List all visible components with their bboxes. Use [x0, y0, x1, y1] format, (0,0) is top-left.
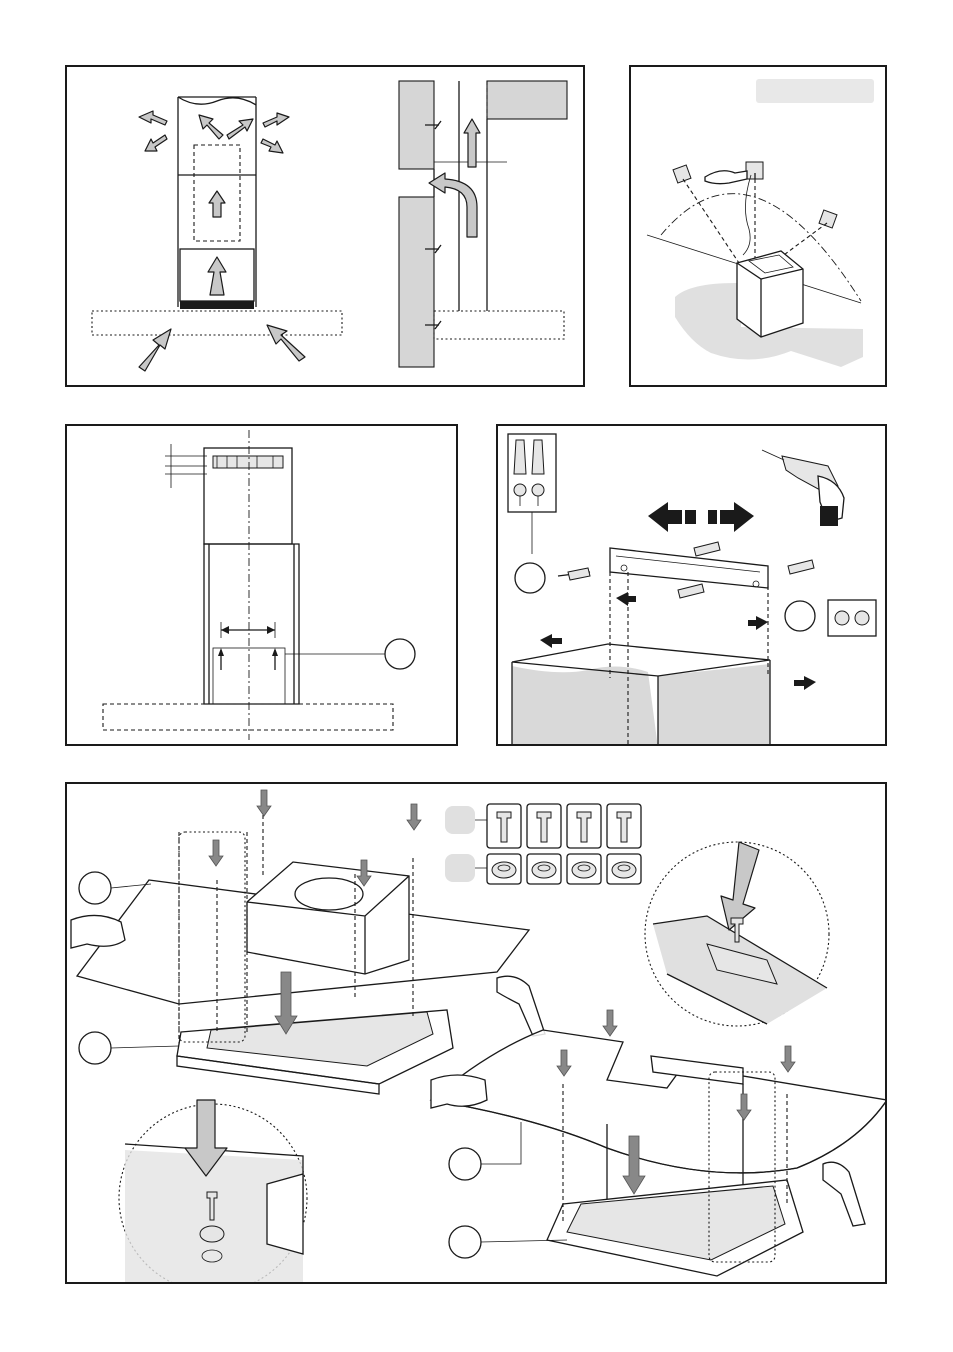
hood-dimensions-diagram: [67, 426, 458, 746]
callout-circle: [79, 1032, 111, 1064]
arrow-icon: [139, 325, 305, 371]
glass-fitting-diagram: [67, 784, 887, 1284]
airflow-diagram: [67, 67, 585, 387]
callout-circle: [785, 601, 815, 631]
hand-icon: [431, 1075, 487, 1108]
detail-zoom-right: [645, 842, 829, 1026]
panel-bracket-mounting: [496, 424, 887, 746]
callout-circle: [385, 639, 415, 669]
panel-glass-fitting: [65, 782, 887, 1284]
washer-icon: [487, 854, 641, 884]
hand-icon: [823, 1162, 865, 1226]
arrow-icon: [139, 111, 289, 153]
wall-plug-icon: [508, 434, 556, 512]
panel-airflow: [65, 65, 585, 387]
panel-hood-dimensions: [65, 424, 458, 746]
panel-wall-drilling: [629, 65, 887, 387]
arrow-icon: [648, 502, 754, 532]
callout-circle: [449, 1226, 481, 1258]
hand-icon: [705, 171, 747, 184]
label-box: [756, 79, 874, 103]
callout-circle: [79, 872, 111, 904]
screw-icon: [487, 804, 641, 848]
arrow-icon: [208, 191, 226, 295]
hand-icon: [497, 976, 545, 1036]
parts-legend: [445, 804, 641, 884]
wall-drilling-diagram: [631, 67, 887, 387]
callout-circle: [515, 563, 545, 593]
drill-icon: [762, 450, 844, 526]
hand-icon: [71, 915, 125, 948]
bracket-mounting-diagram: [498, 426, 887, 746]
callout-circle: [449, 1148, 481, 1180]
detail-zoom-left: [119, 1100, 307, 1284]
